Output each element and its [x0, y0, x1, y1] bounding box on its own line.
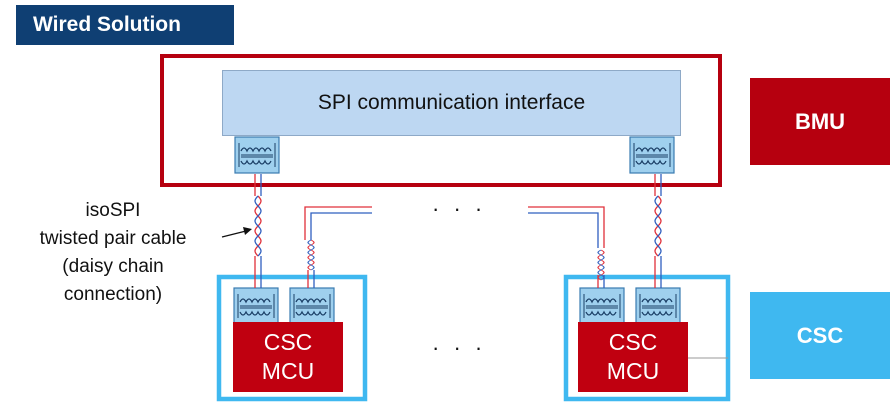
isospi-cable-label: isoSPI twisted pair cable (daisy chain c…	[0, 197, 226, 309]
bmu-transformer-right-icon	[629, 136, 675, 174]
csc-mcu-right: CSC MCU	[578, 322, 688, 392]
bmu-label: BMU	[750, 78, 890, 165]
left-main-cable	[254, 174, 262, 288]
ellipsis-middle: · · ·	[432, 335, 487, 360]
csc-left-transformer-a-icon	[233, 287, 279, 325]
csc-mcu-right-line-2: MCU	[606, 358, 660, 384]
isospi-label-line-4: connection)	[63, 284, 163, 305]
isospi-label-line-2: twisted pair cable	[39, 228, 187, 249]
csc-right-transformer-a-icon	[579, 287, 625, 325]
section-title: Wired Solution	[16, 5, 234, 45]
bmu-frame	[160, 54, 722, 187]
csc-frame-right	[563, 274, 731, 402]
daisy-chain-right-cable	[528, 206, 605, 288]
csc-left-transformer-b-icon	[289, 287, 335, 325]
csc-label: CSC	[750, 292, 890, 379]
csc-mcu-left: CSC MCU	[233, 322, 343, 392]
spi-interface-label: SPI communication interface	[317, 91, 586, 114]
isospi-label-line-1: isoSPI	[85, 200, 141, 221]
right-main-cable	[654, 174, 662, 288]
csc-right-transformer-b-icon	[635, 287, 681, 325]
spi-interface-box: SPI communication interface	[222, 70, 681, 136]
isospi-label-line-3: (daisy chain	[62, 256, 164, 277]
daisy-chain-left-cable	[304, 206, 372, 288]
label-arrow	[221, 227, 252, 238]
csc-mcu-left-line-1: CSC	[263, 329, 313, 355]
csc-mcu-right-line-1: CSC	[608, 329, 658, 355]
csc-frame-left	[216, 274, 368, 402]
ellipsis-top: · · ·	[432, 196, 487, 221]
csc-mcu-left-line-2: MCU	[261, 358, 315, 384]
bmu-transformer-left-icon	[234, 136, 280, 174]
